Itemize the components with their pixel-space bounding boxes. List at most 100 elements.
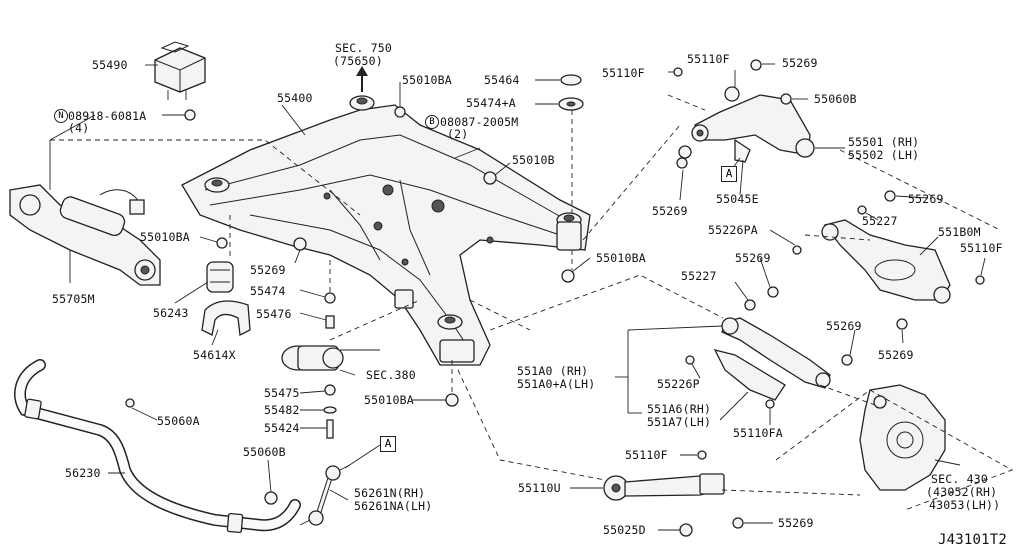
control-unit-55490 [154, 41, 206, 100]
washer-55227 [744, 299, 756, 311]
label-55045E: 55045E [716, 192, 759, 206]
label-55705M: 55705M [52, 292, 95, 306]
label-551A6: 551A6(RH) [647, 402, 712, 416]
bolt-55010BA [216, 237, 228, 249]
nut-08918 [184, 109, 196, 121]
actuator-55705M [9, 184, 161, 286]
nut-55010BA-right [561, 269, 575, 283]
label-55010BA-4: 55010BA [364, 393, 414, 407]
label-551A0: 551A0 (RH) [517, 364, 589, 378]
nut-55010B [483, 171, 497, 185]
upper-link-55501 [691, 86, 815, 163]
marker-a-left: A [380, 436, 396, 452]
bushing-56243 [206, 261, 234, 293]
label-56230: 56230 [65, 466, 101, 480]
label-55110F-2: 55110F [687, 52, 730, 66]
label-55060A: 55060A [157, 414, 200, 428]
label-55269-2: 55269 [782, 56, 818, 70]
label-55110F-4: 55110F [625, 448, 668, 462]
label-551A0A: 551A0+A(LH) [517, 377, 596, 391]
label-55010BA-2: 55010BA [596, 251, 646, 265]
diff-mount-parts [281, 292, 344, 439]
label-55025D: 55025D [603, 523, 646, 537]
nut-55269-a [293, 237, 307, 251]
nut-55060B-b [780, 93, 792, 105]
bracket-54614X [201, 300, 251, 336]
label-55110U: 55110U [518, 481, 561, 495]
label-55110F-3: 55110F [960, 241, 1003, 255]
assembly-dashed-lines [50, 94, 1014, 511]
bolt-55110F-d [697, 450, 707, 460]
label-sec430-lh: 43053(LH)) [929, 498, 1001, 512]
nut-55269-h [732, 517, 744, 529]
bolt-55110F-a [673, 67, 683, 77]
nut-55269-e [767, 286, 779, 298]
stabilizer-link-56261N [299, 464, 351, 526]
label-55010B: 55010B [512, 153, 555, 167]
label-sec750-ref: (75650) [333, 54, 383, 68]
label-55474: 55474 [250, 284, 286, 298]
bolt-55025D [679, 523, 693, 537]
nut-55269-f [896, 318, 908, 330]
label-55226PA: 55226PA [708, 223, 758, 237]
label-55226P: 55226P [657, 377, 700, 391]
bolt-55226P [685, 355, 695, 365]
label-sec430: SEC. 430 [931, 472, 988, 486]
label-55501: 55501 (RH) [848, 135, 920, 149]
toe-link-55110U [603, 473, 725, 501]
label-55110F-1: 55110F [602, 66, 645, 80]
label-55010BA-3: 55010BA [140, 230, 190, 244]
label-55060B-2: 55060B [814, 92, 857, 106]
nut-55060B [264, 491, 278, 505]
lateral-link-551A0 [713, 317, 831, 401]
nut-55010BA-bottom [445, 393, 459, 407]
diagram-id: J43101T2 [938, 532, 1008, 548]
washer-55464 [560, 74, 582, 86]
label-08918-qty: (4) [68, 121, 90, 135]
label-08918: 08918-6081A [68, 109, 147, 123]
label-55476: 55476 [256, 307, 292, 321]
label-551B0M: 551B0M [938, 225, 981, 239]
label-55227-2: 55227 [681, 269, 717, 283]
label-55010BA-1: 55010BA [402, 73, 452, 87]
label-55490: 55490 [92, 58, 128, 72]
knuckle-sec430 [859, 384, 946, 491]
label-55269-8: 55269 [778, 516, 814, 530]
label-55060B-1: 55060B [243, 445, 286, 459]
nut-55269-c [678, 145, 692, 159]
bolt-55226PA [792, 245, 802, 255]
label-55424: 55424 [264, 421, 300, 435]
bolt-08087 [454, 147, 481, 159]
label-55502: 55502 (LH) [848, 148, 920, 162]
label-55400: 55400 [277, 91, 313, 105]
label-55269-7: 55269 [878, 348, 914, 362]
rear-subframe-55400 [181, 95, 591, 366]
bolt-55110F-c [975, 275, 985, 285]
label-56261N: 56261N(RH) [354, 486, 426, 500]
label-55269-6: 55269 [826, 319, 862, 333]
label-55464: 55464 [484, 73, 520, 87]
n-symbol-icon: N [54, 109, 68, 123]
stabilizer-bar-56230 [14, 359, 301, 534]
label-sec430-rh: (43052(RH) [926, 485, 998, 499]
label-sec750: SEC. 750 [335, 41, 392, 55]
arrow-up-icon [356, 66, 368, 92]
label-55482: 55482 [264, 403, 300, 417]
bolt-55110FA [765, 399, 775, 409]
label-sec380: SEC.380 [366, 368, 416, 382]
label-55269-5: 55269 [735, 251, 771, 265]
leader-lines [49, 63, 986, 531]
label-55474A: 55474+A [466, 96, 516, 110]
label-551A7: 551A7(LH) [647, 415, 712, 429]
label-55110FA: 55110FA [733, 426, 783, 440]
nut-55269-d [884, 190, 896, 202]
label-55269-1: 55269 [250, 263, 286, 277]
label-08087-qty: (2) [447, 127, 469, 141]
label-56261NA: 56261NA(LH) [354, 499, 433, 513]
bolt-55060A [125, 398, 135, 408]
b-symbol-icon: B [425, 115, 439, 129]
label-55227-1: 55227 [862, 214, 898, 228]
label-55475: 55475 [264, 386, 300, 400]
label-56243: 56243 [153, 306, 189, 320]
